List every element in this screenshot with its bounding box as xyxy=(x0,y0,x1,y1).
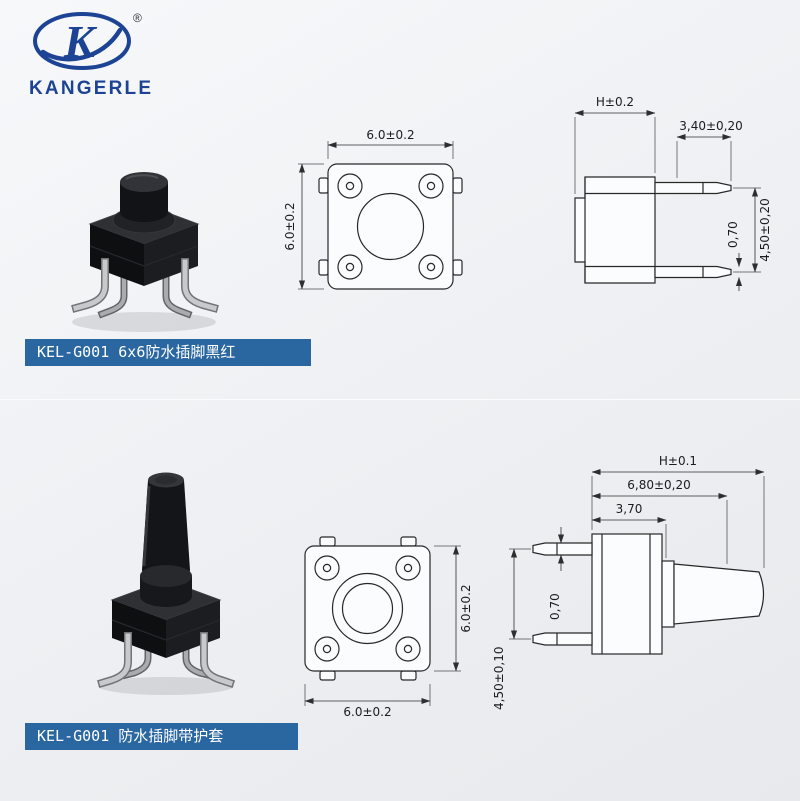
switch-photo-1 xyxy=(71,172,219,332)
switch-back-pins xyxy=(121,638,213,680)
dim-label-height: 6.0±0.2 xyxy=(283,202,297,250)
photo-shadow xyxy=(72,312,216,332)
dim-label-stem: 3,70 xyxy=(616,502,643,516)
dim-label-overall-height: H±0.1 xyxy=(659,454,697,468)
dim-label-width: 6.0±0.2 xyxy=(366,128,414,142)
switch-outline-top xyxy=(327,163,454,290)
kangerle-logo-icon: K ® xyxy=(33,11,142,70)
switch-sleeve xyxy=(140,565,192,607)
switch-cap xyxy=(112,172,176,234)
photo-shadow xyxy=(98,677,234,695)
dim-label-pin-spacing: 4,50±0,10 xyxy=(492,647,506,711)
product-label-1: KEL-G001 6x6防水插脚黑红 xyxy=(25,339,311,366)
dim-label-height: 6.0±0.2 xyxy=(459,584,473,632)
side-view-drawing-1: H±0.2 3,40±0,20 4,50±0,20 0,70 xyxy=(574,95,772,291)
registered-mark: ® xyxy=(133,11,142,25)
corner-rivets xyxy=(337,173,444,280)
switch-back-pins xyxy=(97,274,193,319)
top-view-drawing-2: 6.0±0.2 6.0±0.2 xyxy=(304,536,473,719)
dim-label-pin-spacing: 4,50±0,20 xyxy=(758,198,772,262)
switch-pins-side xyxy=(532,542,593,646)
button-circle xyxy=(356,192,425,261)
button-outer-circle xyxy=(331,572,404,645)
switch-photo-2 xyxy=(97,472,236,695)
switch-front-pins xyxy=(71,258,219,313)
switch-front-pins xyxy=(97,632,236,689)
switch-outline-side xyxy=(574,176,656,284)
dim-label-width: 6.0±0.2 xyxy=(343,705,391,719)
switch-tall-cap xyxy=(142,472,190,580)
actuator-outline xyxy=(673,563,765,625)
dim-label-overall-height: H±0.2 xyxy=(596,95,634,109)
section-divider xyxy=(0,399,800,400)
corner-rivets xyxy=(314,555,421,662)
switch-outline-top xyxy=(304,545,431,672)
side-view-drawing-2: H±0.1 6,80±0,20 3,70 0,70 4,50±0,10 xyxy=(492,454,765,711)
button-inner-circle xyxy=(341,582,394,635)
dim-label-pin-width: 0,70 xyxy=(548,593,562,620)
product-label-2: KEL-G001 防水插脚带护套 xyxy=(25,723,298,750)
dim-label-pin-width: 0,70 xyxy=(726,221,740,248)
brand-block: K ® KANGERLE xyxy=(26,10,186,100)
dim-label-pin-tip: 3,40±0,20 xyxy=(679,119,743,133)
top-view-drawing-1: 6.0±0.2 6.0±0.2 xyxy=(283,128,463,290)
dim-label-body-height: 6,80±0,20 xyxy=(627,478,691,492)
switch-pins-side xyxy=(654,181,732,279)
brand-name: KANGERLE xyxy=(29,78,154,99)
